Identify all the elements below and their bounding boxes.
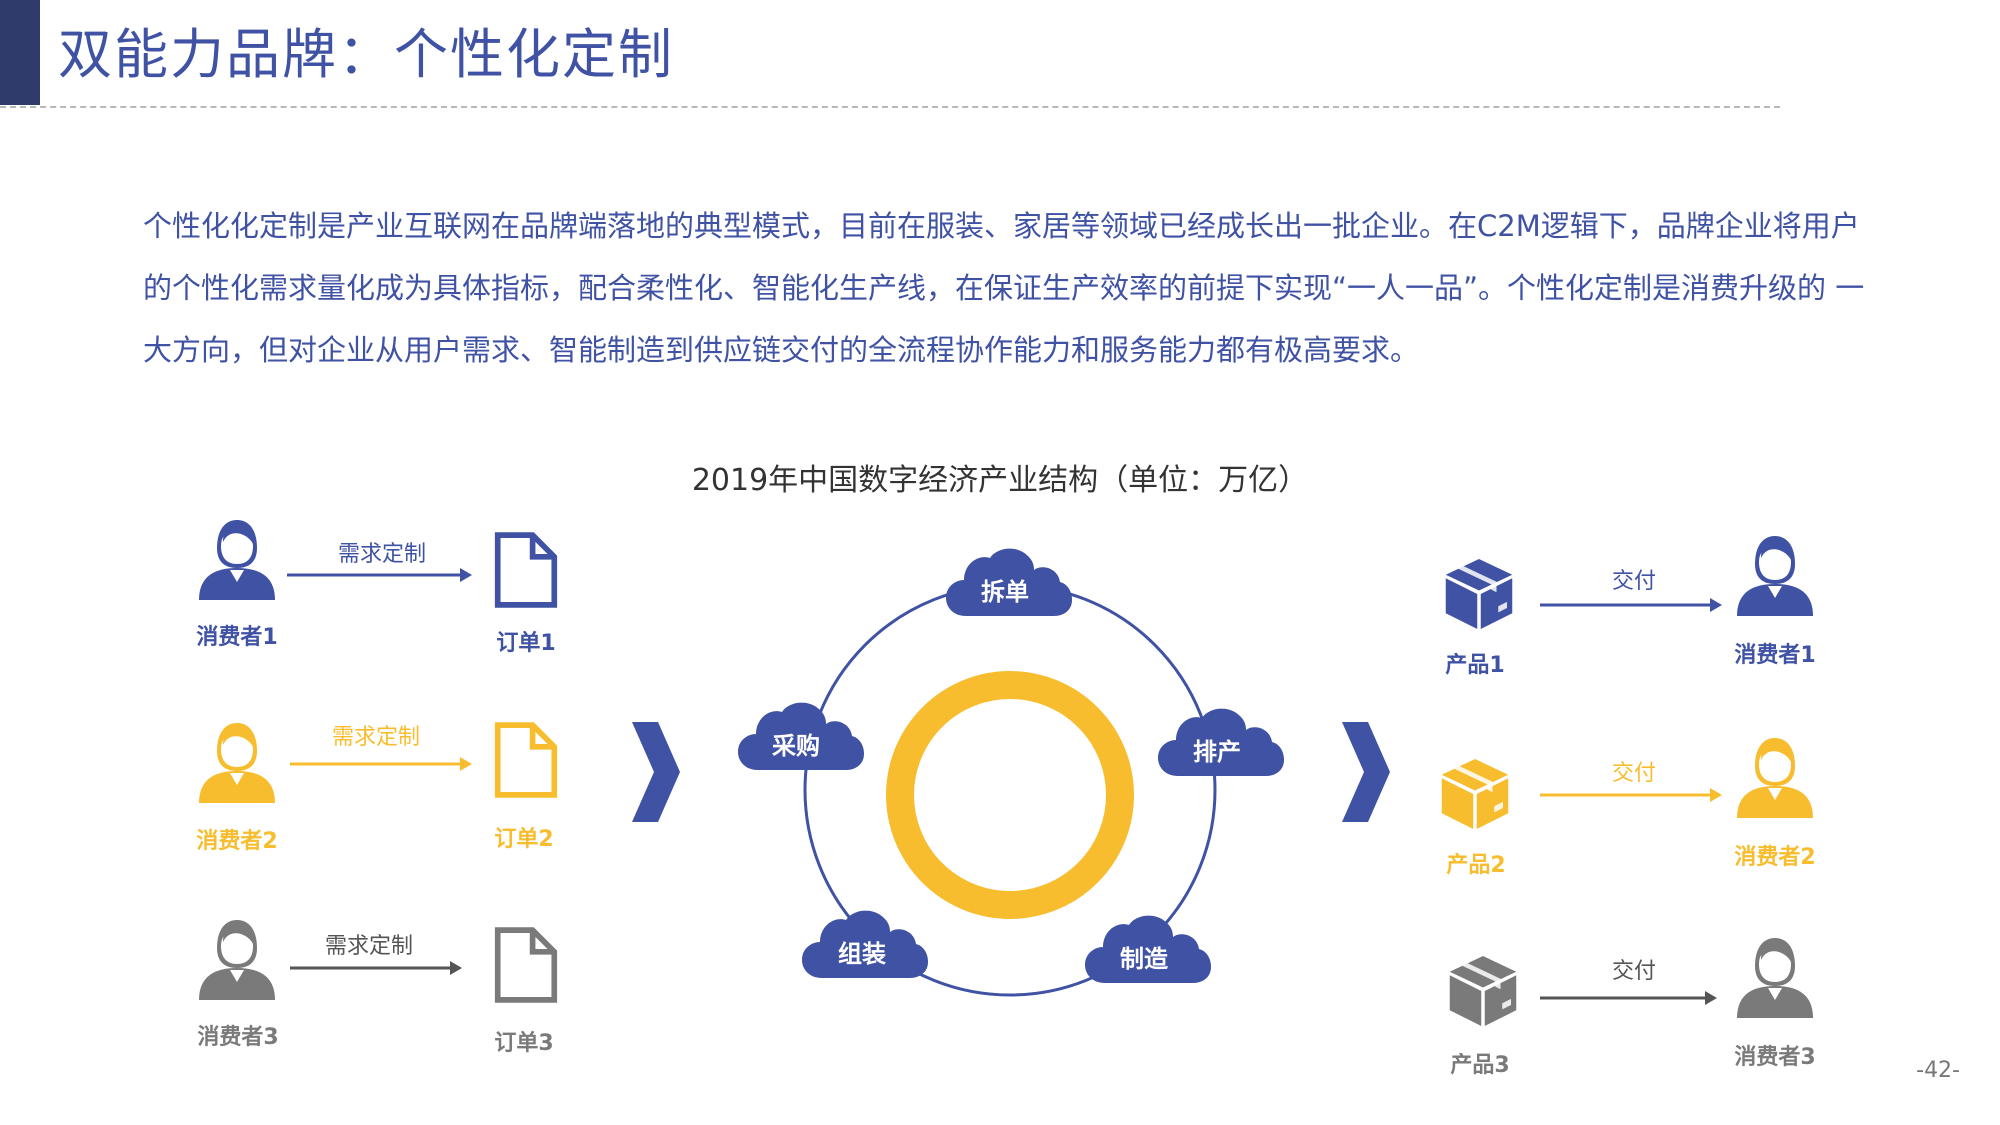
delivery-label: 交付 xyxy=(1612,761,1656,786)
user-icon xyxy=(1737,938,1813,1018)
document-icon xyxy=(498,930,555,1000)
product-label: 产品3 xyxy=(1450,1053,1509,1078)
demand-label: 需求定制 xyxy=(338,542,426,567)
step-label: 制造 xyxy=(1120,945,1168,973)
left-row-3: 消费者3 需求定制 订单3 xyxy=(197,920,554,1056)
product-label: 产品1 xyxy=(1445,653,1504,678)
user-icon xyxy=(199,920,275,1000)
user-icon xyxy=(1737,536,1813,616)
right-row-2: 产品2 交付 消费者2 xyxy=(1441,738,1816,878)
box-icon xyxy=(1449,956,1517,1026)
product-label: 产品2 xyxy=(1446,853,1505,878)
order-label: 订单2 xyxy=(494,827,553,852)
cycle-step-5: 采购 xyxy=(738,702,864,770)
arrow-head xyxy=(460,568,472,582)
diagram-caption: 2019年中国数字经济产业结构（单位：万亿） xyxy=(691,463,1309,498)
chevron-right-icon xyxy=(1342,722,1390,822)
box-icon xyxy=(1441,759,1509,829)
box-icon xyxy=(1445,559,1513,629)
step-label: 采购 xyxy=(772,732,820,760)
user-icon xyxy=(199,520,275,600)
arrow-head xyxy=(1710,788,1722,802)
user-icon xyxy=(199,723,275,803)
arrow-head xyxy=(1705,991,1717,1005)
title-accent-bar xyxy=(0,0,40,105)
cycle-step-3: 制造 xyxy=(1085,915,1211,983)
center-ring xyxy=(886,671,1134,919)
order-label: 订单3 xyxy=(494,1031,553,1056)
consumer-label: 消费者1 xyxy=(1734,643,1815,668)
chevron-right-icon xyxy=(632,722,680,822)
step-label: 组装 xyxy=(838,940,886,968)
cycle-step-4: 组装 xyxy=(802,910,928,978)
delivery-label: 交付 xyxy=(1612,569,1656,594)
right-row-3: 产品3 交付 消费者3 xyxy=(1449,938,1816,1078)
step-label: 拆单 xyxy=(981,578,1029,606)
order-label: 订单1 xyxy=(496,631,555,656)
right-row-1: 产品1 交付 消费者1 xyxy=(1445,536,1816,678)
cycle-step-1: 拆单 xyxy=(946,548,1072,616)
left-row-1: 消费者1 需求定制 订单1 xyxy=(196,520,555,656)
document-icon xyxy=(498,725,555,795)
arrow-head xyxy=(450,961,462,975)
delivery-label: 交付 xyxy=(1612,959,1656,984)
consumer-label: 消费者2 xyxy=(1734,845,1815,870)
page-number: -42- xyxy=(1916,1058,1960,1083)
intro-line: 的个性化需求量化成为具体指标，配合柔性化、智能化生产线，在保证生产效率的前提下实… xyxy=(143,271,1865,305)
demand-label: 需求定制 xyxy=(332,725,420,750)
arrow-head xyxy=(1710,598,1722,612)
title-divider xyxy=(0,106,1780,108)
cycle-step-2: 排产 xyxy=(1158,708,1284,776)
intro-line: 大方向，但对企业从用户需求、智能制造到供应链交付的全流程协作能力和服务能力都有极… xyxy=(143,333,1420,367)
demand-label: 需求定制 xyxy=(325,934,413,959)
step-label: 排产 xyxy=(1193,738,1241,766)
consumer-label: 消费者3 xyxy=(197,1025,278,1050)
left-row-2: 消费者2 需求定制 订单2 xyxy=(196,723,554,854)
arrow-head xyxy=(460,757,472,771)
consumer-label: 消费者1 xyxy=(196,625,277,650)
user-icon xyxy=(1737,738,1813,818)
intro-line: 个性化化定制是产业互联网在品牌端落地的典型模式，目前在服装、家居等领域已经成长出… xyxy=(143,209,1860,243)
intro-paragraph: 个性化化定制是产业互联网在品牌端落地的典型模式，目前在服装、家居等领域已经成长出… xyxy=(143,195,1903,381)
page-title: 双能力品牌：个性化定制 xyxy=(58,23,674,86)
document-icon xyxy=(498,535,555,605)
consumer-label: 消费者2 xyxy=(196,829,277,854)
consumer-label: 消费者3 xyxy=(1734,1045,1815,1070)
